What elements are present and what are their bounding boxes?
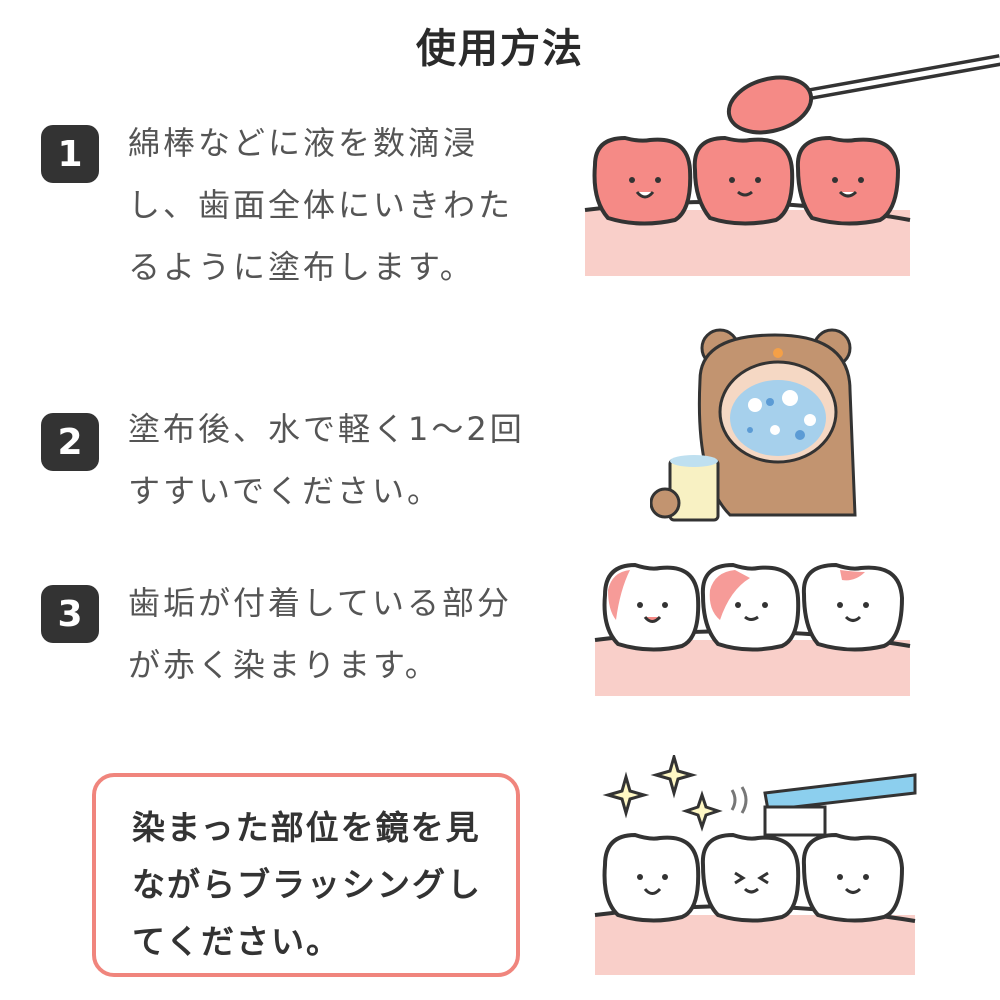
brushing-callout-box: 染まった部位を鏡を見ながらブラッシングしてください。 xyxy=(92,773,520,977)
teeth-with-red-plaque-illustration xyxy=(594,562,911,696)
teeth-brushing-sparkle-illustration xyxy=(594,755,917,975)
page-title: 使用方法 xyxy=(416,26,584,72)
step-3-number-badge: 3 xyxy=(41,585,99,643)
stained-teeth-with-swab-illustration xyxy=(584,54,1000,276)
bear-rinsing-mouth-illustration xyxy=(650,328,857,522)
step-1-text: 綿棒などに液を数滴浸し、歯面全体にいきわたるように塗布します。 xyxy=(128,124,514,286)
step-2-number-badge: 2 xyxy=(41,413,99,471)
step-1-number-badge: 1 xyxy=(41,125,99,183)
step-3-text: 歯垢が付着している部分が赤く染まります。 xyxy=(128,584,513,684)
step-2-text: 塗布後、水で軽く1〜2回すすいでください。 xyxy=(128,410,525,510)
